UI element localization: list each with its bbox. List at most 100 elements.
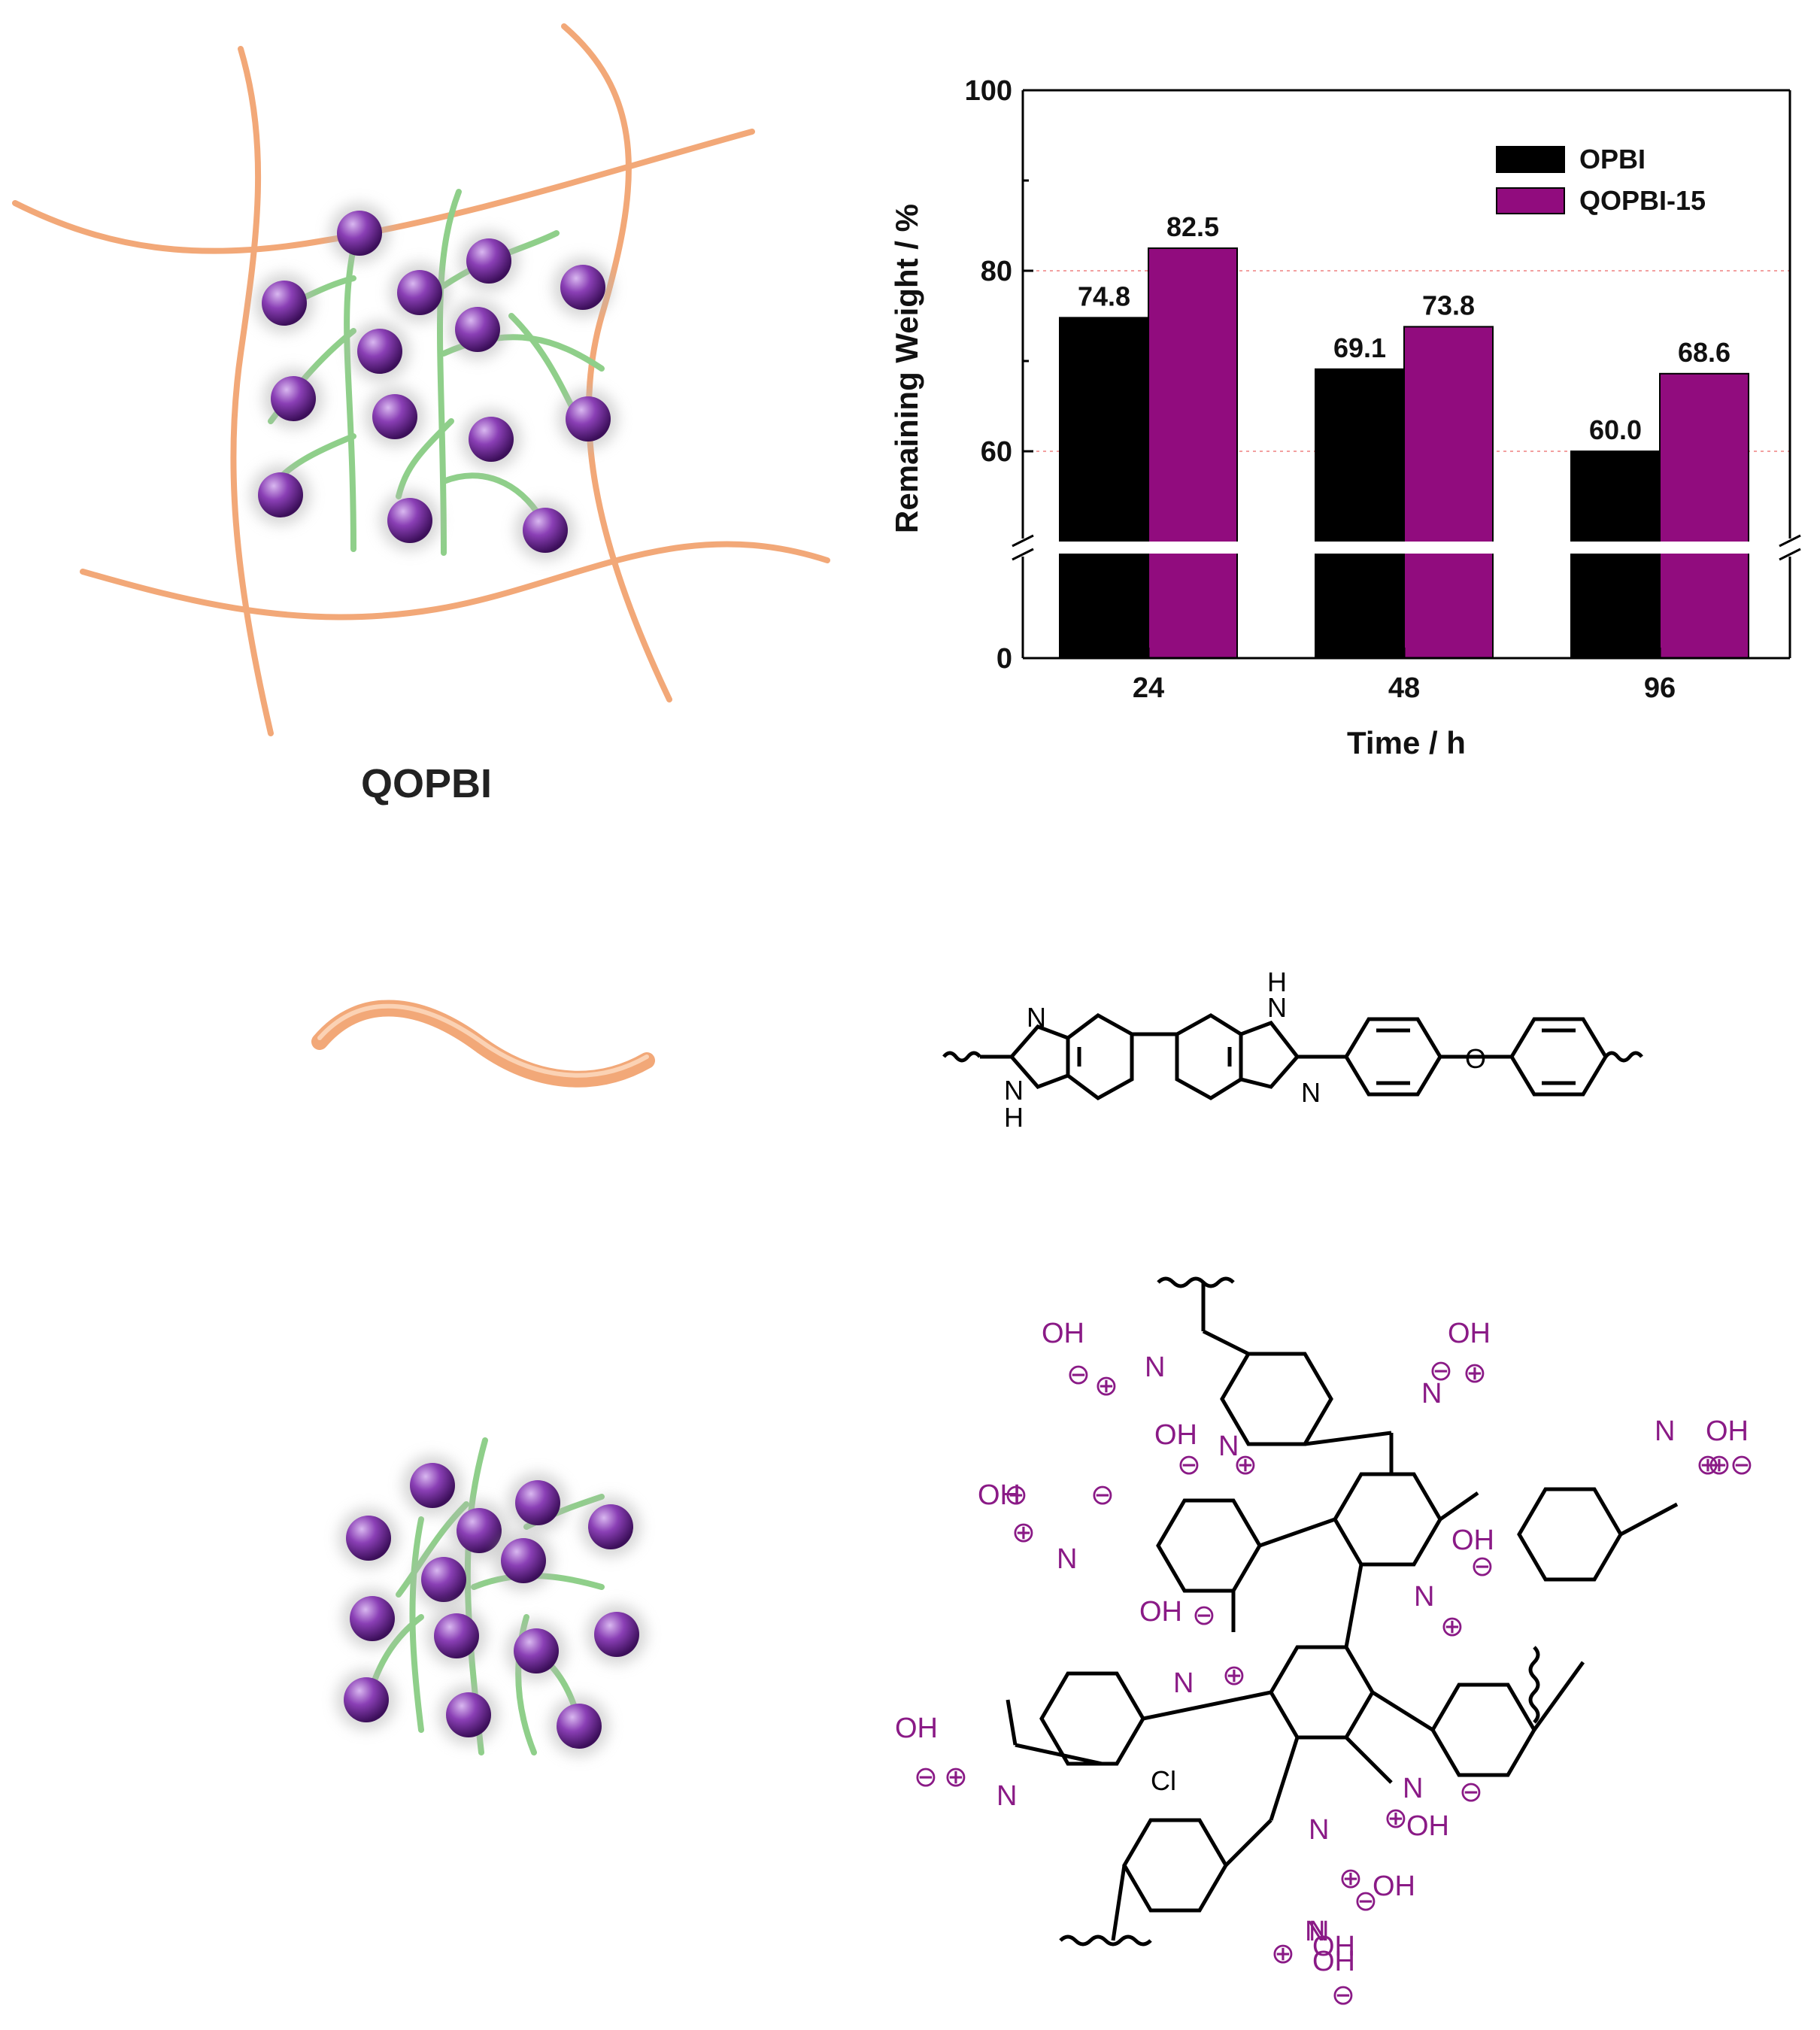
- atom-label: N: [1267, 992, 1287, 1023]
- ion-sphere: [271, 376, 316, 421]
- ion-sphere: [466, 238, 511, 284]
- ion-sphere: [501, 1538, 546, 1583]
- ion-sphere: [421, 1557, 466, 1602]
- bar: [1148, 247, 1238, 659]
- ion-sphere: [455, 307, 500, 352]
- positive-charge: ⊕: [944, 1761, 968, 1793]
- ion-sphere: [566, 396, 611, 442]
- negative-charge: ⊖: [1066, 1359, 1090, 1391]
- ion-sphere: [469, 417, 514, 462]
- opbi-fiber: [311, 1000, 655, 1088]
- y-tick-label: 100: [965, 75, 1012, 107]
- negative-charge: ⊖: [1004, 1479, 1028, 1511]
- network-label: QOPBI: [361, 761, 492, 806]
- y-tick-label: 80: [981, 256, 1012, 287]
- x-tick-label: 24: [1133, 672, 1164, 704]
- nitrogen-label: N: [1309, 1916, 1329, 1947]
- nitrogen-label: N: [1057, 1543, 1077, 1575]
- negative-charge: ⊖: [1090, 1479, 1115, 1511]
- ion-sphere: [594, 1612, 639, 1657]
- hydroxide-label: OH: [1406, 1810, 1449, 1842]
- hydroxide-label: OH: [1312, 1931, 1355, 1962]
- negative-charge: ⊖: [914, 1761, 938, 1793]
- bar: [1403, 326, 1494, 659]
- ion-sphere: [457, 1508, 502, 1553]
- chloride-label: Cl: [1151, 1765, 1176, 1796]
- hydroxide-label: OH: [1373, 1871, 1415, 1902]
- ion-sphere: [258, 472, 303, 517]
- ion-sphere: [346, 1516, 391, 1561]
- negative-charge: ⊖: [1730, 1449, 1754, 1481]
- legend-swatch: [1496, 146, 1565, 173]
- bar-value-label: 73.8: [1422, 290, 1475, 320]
- ion-sphere: [560, 265, 605, 310]
- positive-charge: ⊕: [1707, 1449, 1731, 1481]
- atom-label: O: [1465, 1043, 1486, 1074]
- nitrogen-label: N: [1414, 1581, 1434, 1613]
- legend-swatch: [1496, 187, 1565, 214]
- hydroxide-label: OH: [895, 1713, 938, 1744]
- nitrogen-label: N: [1403, 1773, 1423, 1804]
- ion-sphere: [434, 1613, 479, 1658]
- hydroxide-label: OH: [1448, 1318, 1491, 1349]
- break-mark: [1012, 534, 1034, 548]
- positive-charge: ⊕: [1384, 1803, 1408, 1834]
- atom-label: N: [1004, 1075, 1024, 1106]
- chart-bars: [1024, 247, 1788, 659]
- ion-sphere: [350, 1596, 395, 1641]
- bar: [1659, 372, 1749, 659]
- atom-label: H: [1267, 966, 1287, 997]
- positive-charge: ⊕: [1463, 1358, 1487, 1389]
- bar-value-label: 74.8: [1078, 281, 1130, 311]
- negative-charge: ⊖: [1459, 1777, 1483, 1808]
- break-mark: [1779, 534, 1801, 548]
- ion-sphere: [410, 1463, 455, 1508]
- positive-charge: ⊕: [1094, 1370, 1118, 1402]
- ion-sphere: [337, 211, 382, 256]
- ion-sphere: [344, 1677, 389, 1722]
- negative-charge: ⊖: [1177, 1449, 1201, 1481]
- ion-sphere: [372, 394, 417, 439]
- negative-charge: ⊖: [1192, 1600, 1216, 1631]
- positive-charge: ⊕: [1339, 1863, 1363, 1895]
- ion-sphere: [262, 281, 307, 326]
- ion-sphere: [397, 270, 442, 315]
- ion-sphere: [588, 1504, 633, 1549]
- atom-label: H: [1004, 1102, 1024, 1133]
- y-tick-label: 0: [996, 643, 1012, 675]
- bar-value-labels: 74.882.569.173.860.068.6: [1078, 211, 1731, 445]
- nitrogen-label: N: [1421, 1378, 1442, 1409]
- nitrogen-label: N: [1218, 1431, 1239, 1462]
- axis-break-band: [1024, 542, 1788, 554]
- positive-charge: ⊕: [1233, 1449, 1257, 1481]
- quaternary-structure: [1006, 1276, 1679, 1947]
- polymer-fibers: [12, 23, 830, 736]
- legend-label: QOPBI-15: [1579, 185, 1706, 216]
- bar-value-label: 69.1: [1333, 332, 1386, 363]
- ion-sphere: [515, 1480, 560, 1525]
- nitrogen-label: N: [1309, 1814, 1329, 1846]
- negative-charge: ⊖: [1354, 1886, 1378, 1917]
- nitrogen-label: N: [1305, 1916, 1325, 1947]
- y-axis-title: Remaining Weight / %: [889, 204, 924, 533]
- x-tick-label: 96: [1644, 672, 1676, 704]
- branched-chains: [268, 189, 605, 556]
- nitrogen-label: N: [1173, 1667, 1194, 1699]
- hydroxide-label: OH: [1706, 1416, 1749, 1447]
- x-axis-title: Time / h: [1347, 725, 1466, 760]
- ion-sphere: [514, 1628, 559, 1673]
- opbi-atom-labels: N H N H N N O: [1004, 966, 1486, 1133]
- bar: [1315, 368, 1405, 659]
- positive-charge: ⊕: [1696, 1449, 1720, 1481]
- ion-sphere: [557, 1704, 602, 1749]
- nitrogen-label: N: [1145, 1352, 1165, 1383]
- bar: [1059, 317, 1149, 659]
- hydroxide-label: OH: [1154, 1419, 1197, 1451]
- hydroxide-label: OH: [1451, 1525, 1494, 1556]
- negative-charge: ⊖: [1429, 1355, 1453, 1387]
- negative-charge: ⊖: [1331, 1980, 1355, 2011]
- positive-charge: ⊕: [1440, 1611, 1464, 1643]
